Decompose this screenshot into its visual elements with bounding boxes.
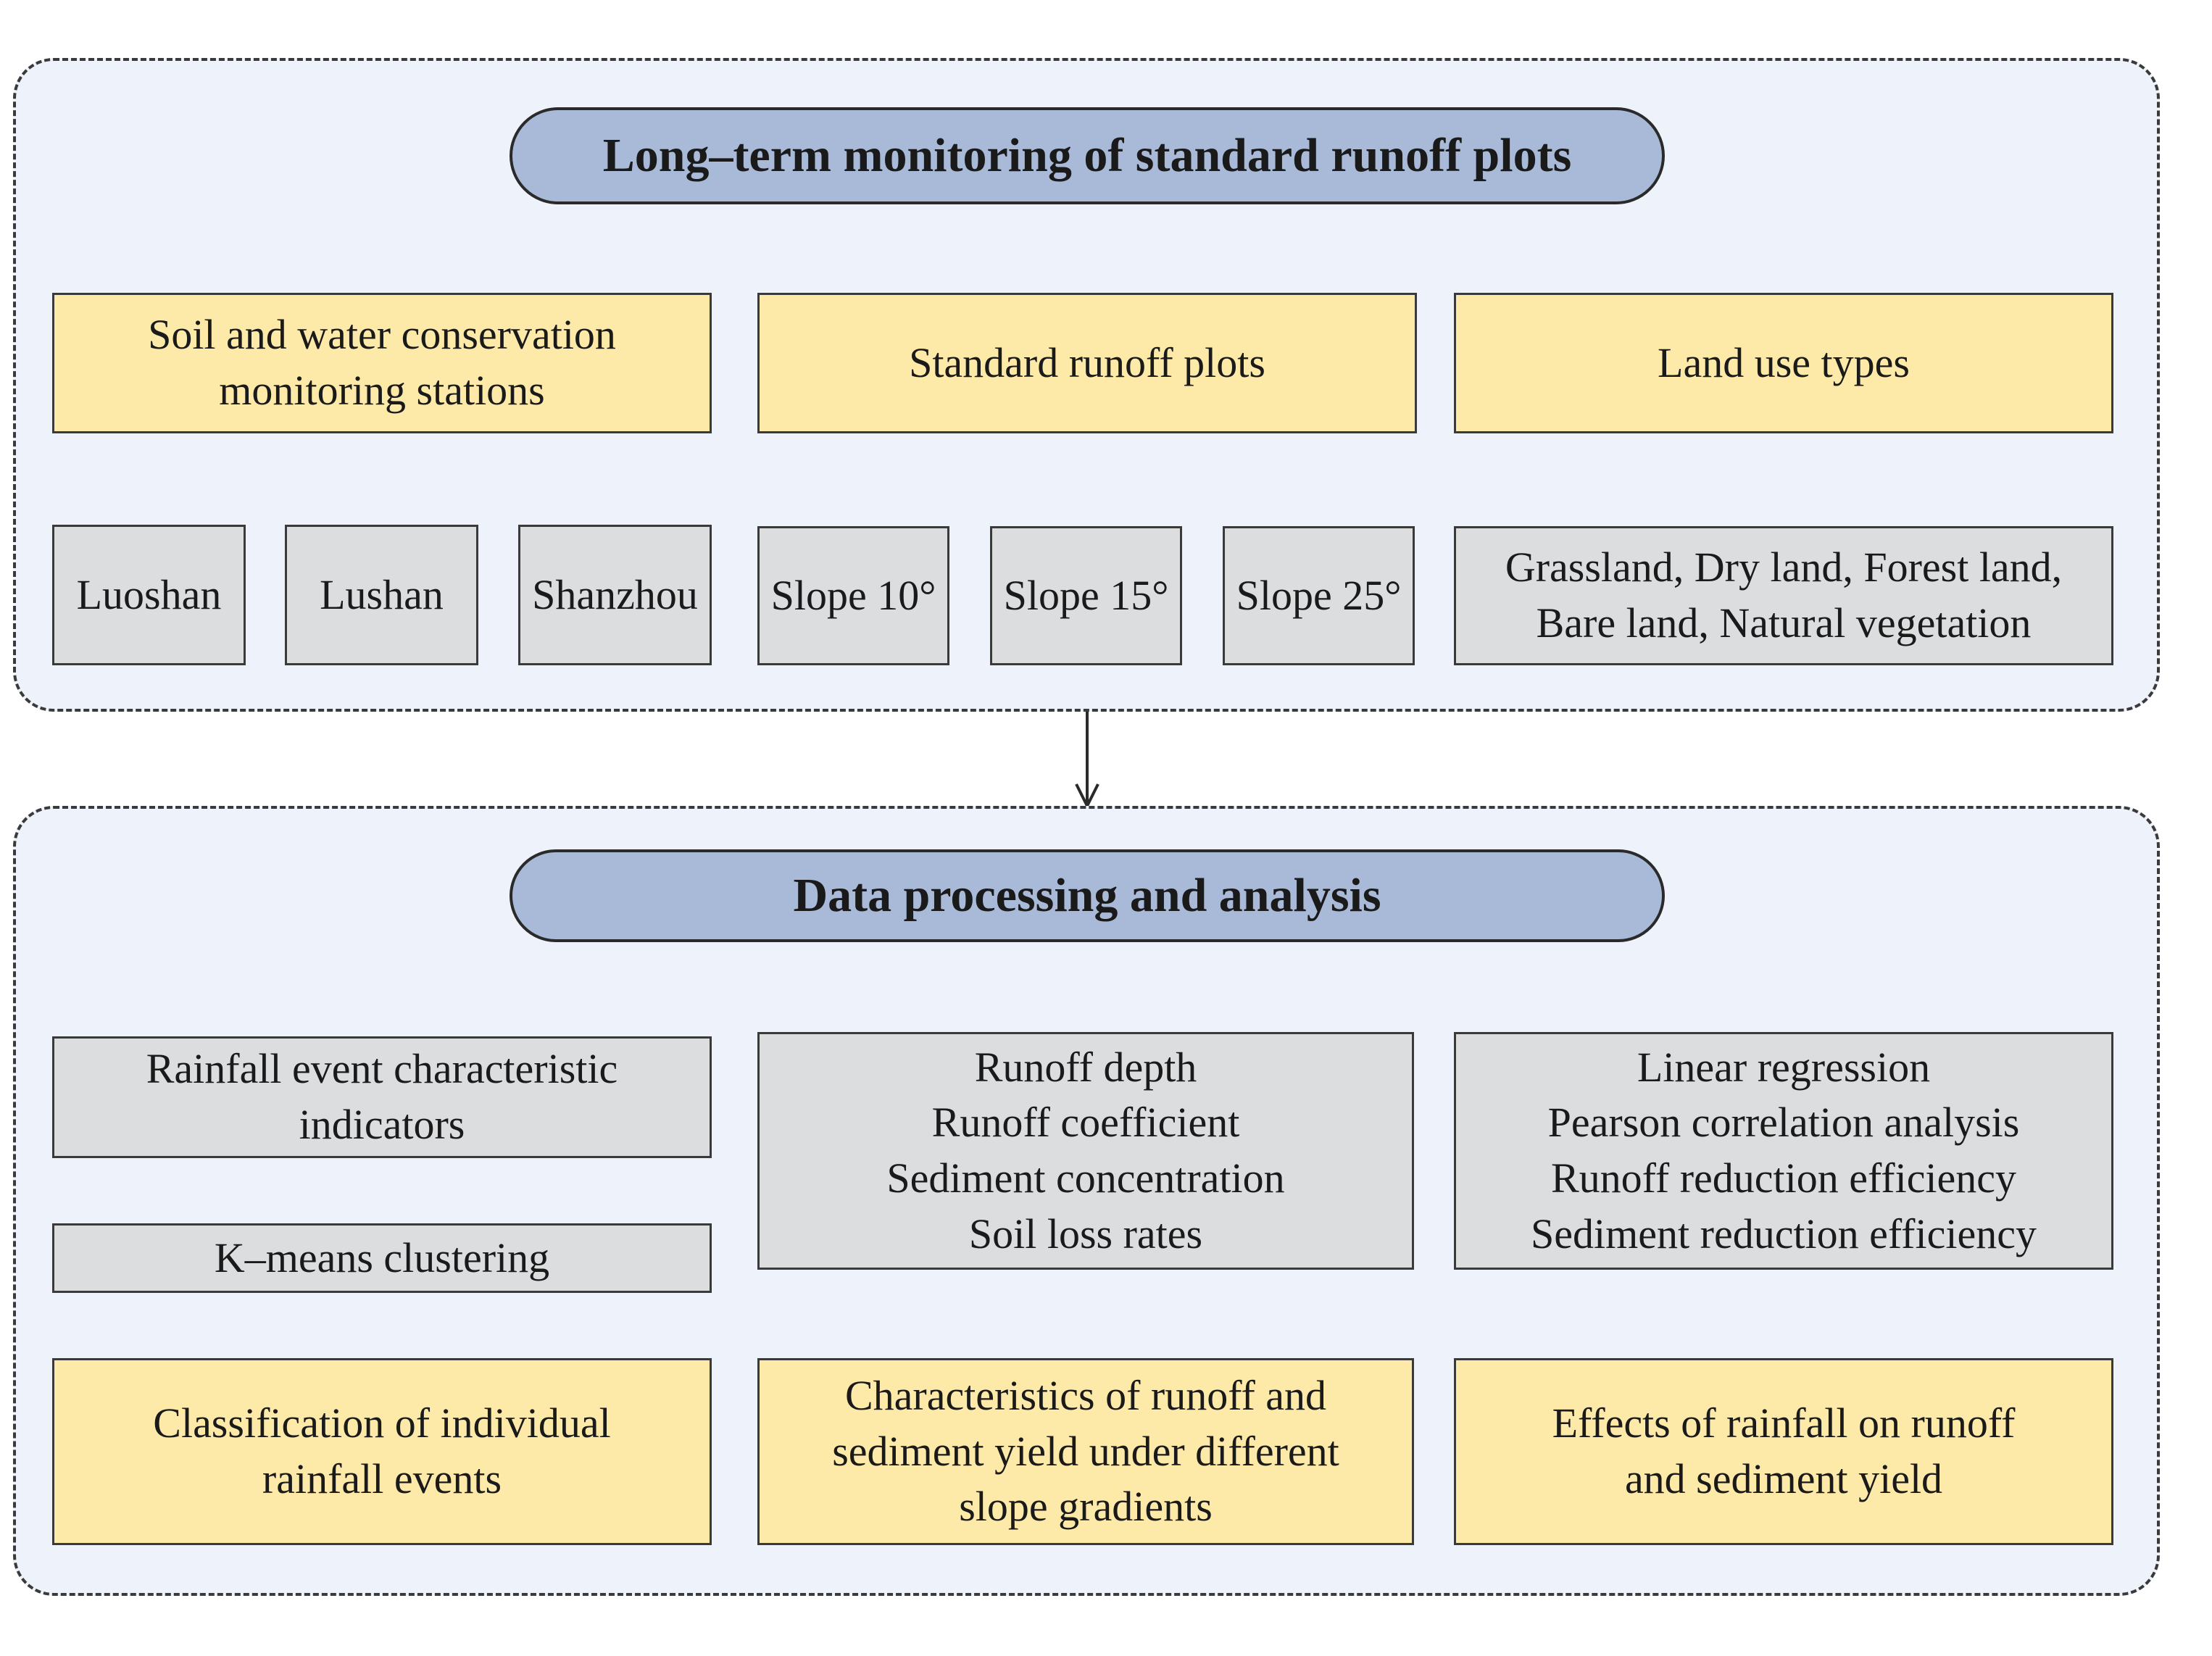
analysis-methods-line-3: Runoff reduction efficiency xyxy=(1550,1154,2017,1202)
kmeans-clustering: K–means clustering xyxy=(52,1223,712,1293)
slope-10-label: Slope 10° xyxy=(770,571,936,619)
runoff-metrics-line-3: Sediment concentration xyxy=(886,1154,1285,1202)
outcome-classification: Classification of individual rainfall ev… xyxy=(52,1358,712,1545)
plots-category-line-1: Standard runoff plots xyxy=(909,338,1265,386)
slope-25: Slope 25° xyxy=(1223,526,1415,665)
outcome-classification-line-2: rainfall events xyxy=(262,1455,502,1502)
runoff-metrics-line-1: Runoff depth xyxy=(974,1043,1197,1091)
outcome-classification-line-1: Classification of individual xyxy=(153,1399,611,1447)
analysis-methods-line-2: Pearson correlation analysis xyxy=(1547,1099,2020,1147)
stations-category-line-2: monitoring stations xyxy=(219,367,545,414)
landuse-list: Grassland, Dry land, Forest land, Bare l… xyxy=(1454,526,2113,665)
analysis-methods: Linear regression Pearson correlation an… xyxy=(1454,1032,2113,1270)
station-luoshan: Luoshan xyxy=(52,525,246,665)
outcome-rainfall-effects: Effects of rainfall on runoff and sedime… xyxy=(1454,1358,2113,1545)
slope-25-label: Slope 25° xyxy=(1236,571,1402,619)
rainfall-indicators-line-2: indicators xyxy=(299,1101,465,1148)
landuse-category-line-1: Land use types xyxy=(1658,338,1910,386)
slope-10: Slope 10° xyxy=(757,526,949,665)
analysis-title: Data processing and analysis xyxy=(510,849,1665,942)
slope-15: Slope 15° xyxy=(990,526,1182,665)
rainfall-indicators: Rainfall event characteristic indicators xyxy=(52,1036,712,1158)
landuse-category: Land use types xyxy=(1454,293,2113,433)
plots-category: Standard runoff plots xyxy=(757,293,1417,433)
landuse-list-line-1: Grassland, Dry land, Forest land, xyxy=(1505,544,2063,591)
station-luoshan-label: Luoshan xyxy=(76,570,222,618)
station-lushan-label: Lushan xyxy=(320,570,444,618)
analysis-methods-line-1: Linear regression xyxy=(1637,1043,1931,1091)
outcome-slope-characteristics: Characteristics of runoff and sediment y… xyxy=(757,1358,1414,1545)
rainfall-indicators-line-1: Rainfall event characteristic xyxy=(146,1045,618,1093)
monitoring-title: Long–term monitoring of standard runoff … xyxy=(510,107,1665,204)
outcome-slope-characteristics-line-3: slope gradients xyxy=(959,1483,1213,1531)
station-shanzhou: Shanzhou xyxy=(518,525,712,665)
landuse-list-line-2: Bare land, Natural vegetation xyxy=(1536,599,2032,646)
slope-15-label: Slope 15° xyxy=(1003,571,1169,619)
stations-category-line-1: Soil and water conservation xyxy=(148,311,616,359)
outcome-rainfall-effects-line-1: Effects of rainfall on runoff xyxy=(1552,1399,2016,1447)
outcome-slope-characteristics-line-2: sediment yield under different xyxy=(832,1427,1339,1475)
outcome-slope-characteristics-line-1: Characteristics of runoff and xyxy=(844,1372,1327,1420)
station-lushan: Lushan xyxy=(285,525,478,665)
analysis-methods-line-4: Sediment reduction efficiency xyxy=(1531,1210,2037,1257)
stations-category: Soil and water conservation monitoring s… xyxy=(52,293,712,433)
station-shanzhou-label: Shanzhou xyxy=(532,570,698,618)
runoff-metrics: Runoff depth Runoff coefficient Sediment… xyxy=(757,1032,1414,1270)
runoff-metrics-line-4: Soil loss rates xyxy=(968,1210,1203,1257)
kmeans-clustering-label: K–means clustering xyxy=(214,1233,550,1281)
outcome-rainfall-effects-line-2: and sediment yield xyxy=(1624,1455,1943,1502)
runoff-metrics-line-2: Runoff coefficient xyxy=(931,1099,1240,1147)
